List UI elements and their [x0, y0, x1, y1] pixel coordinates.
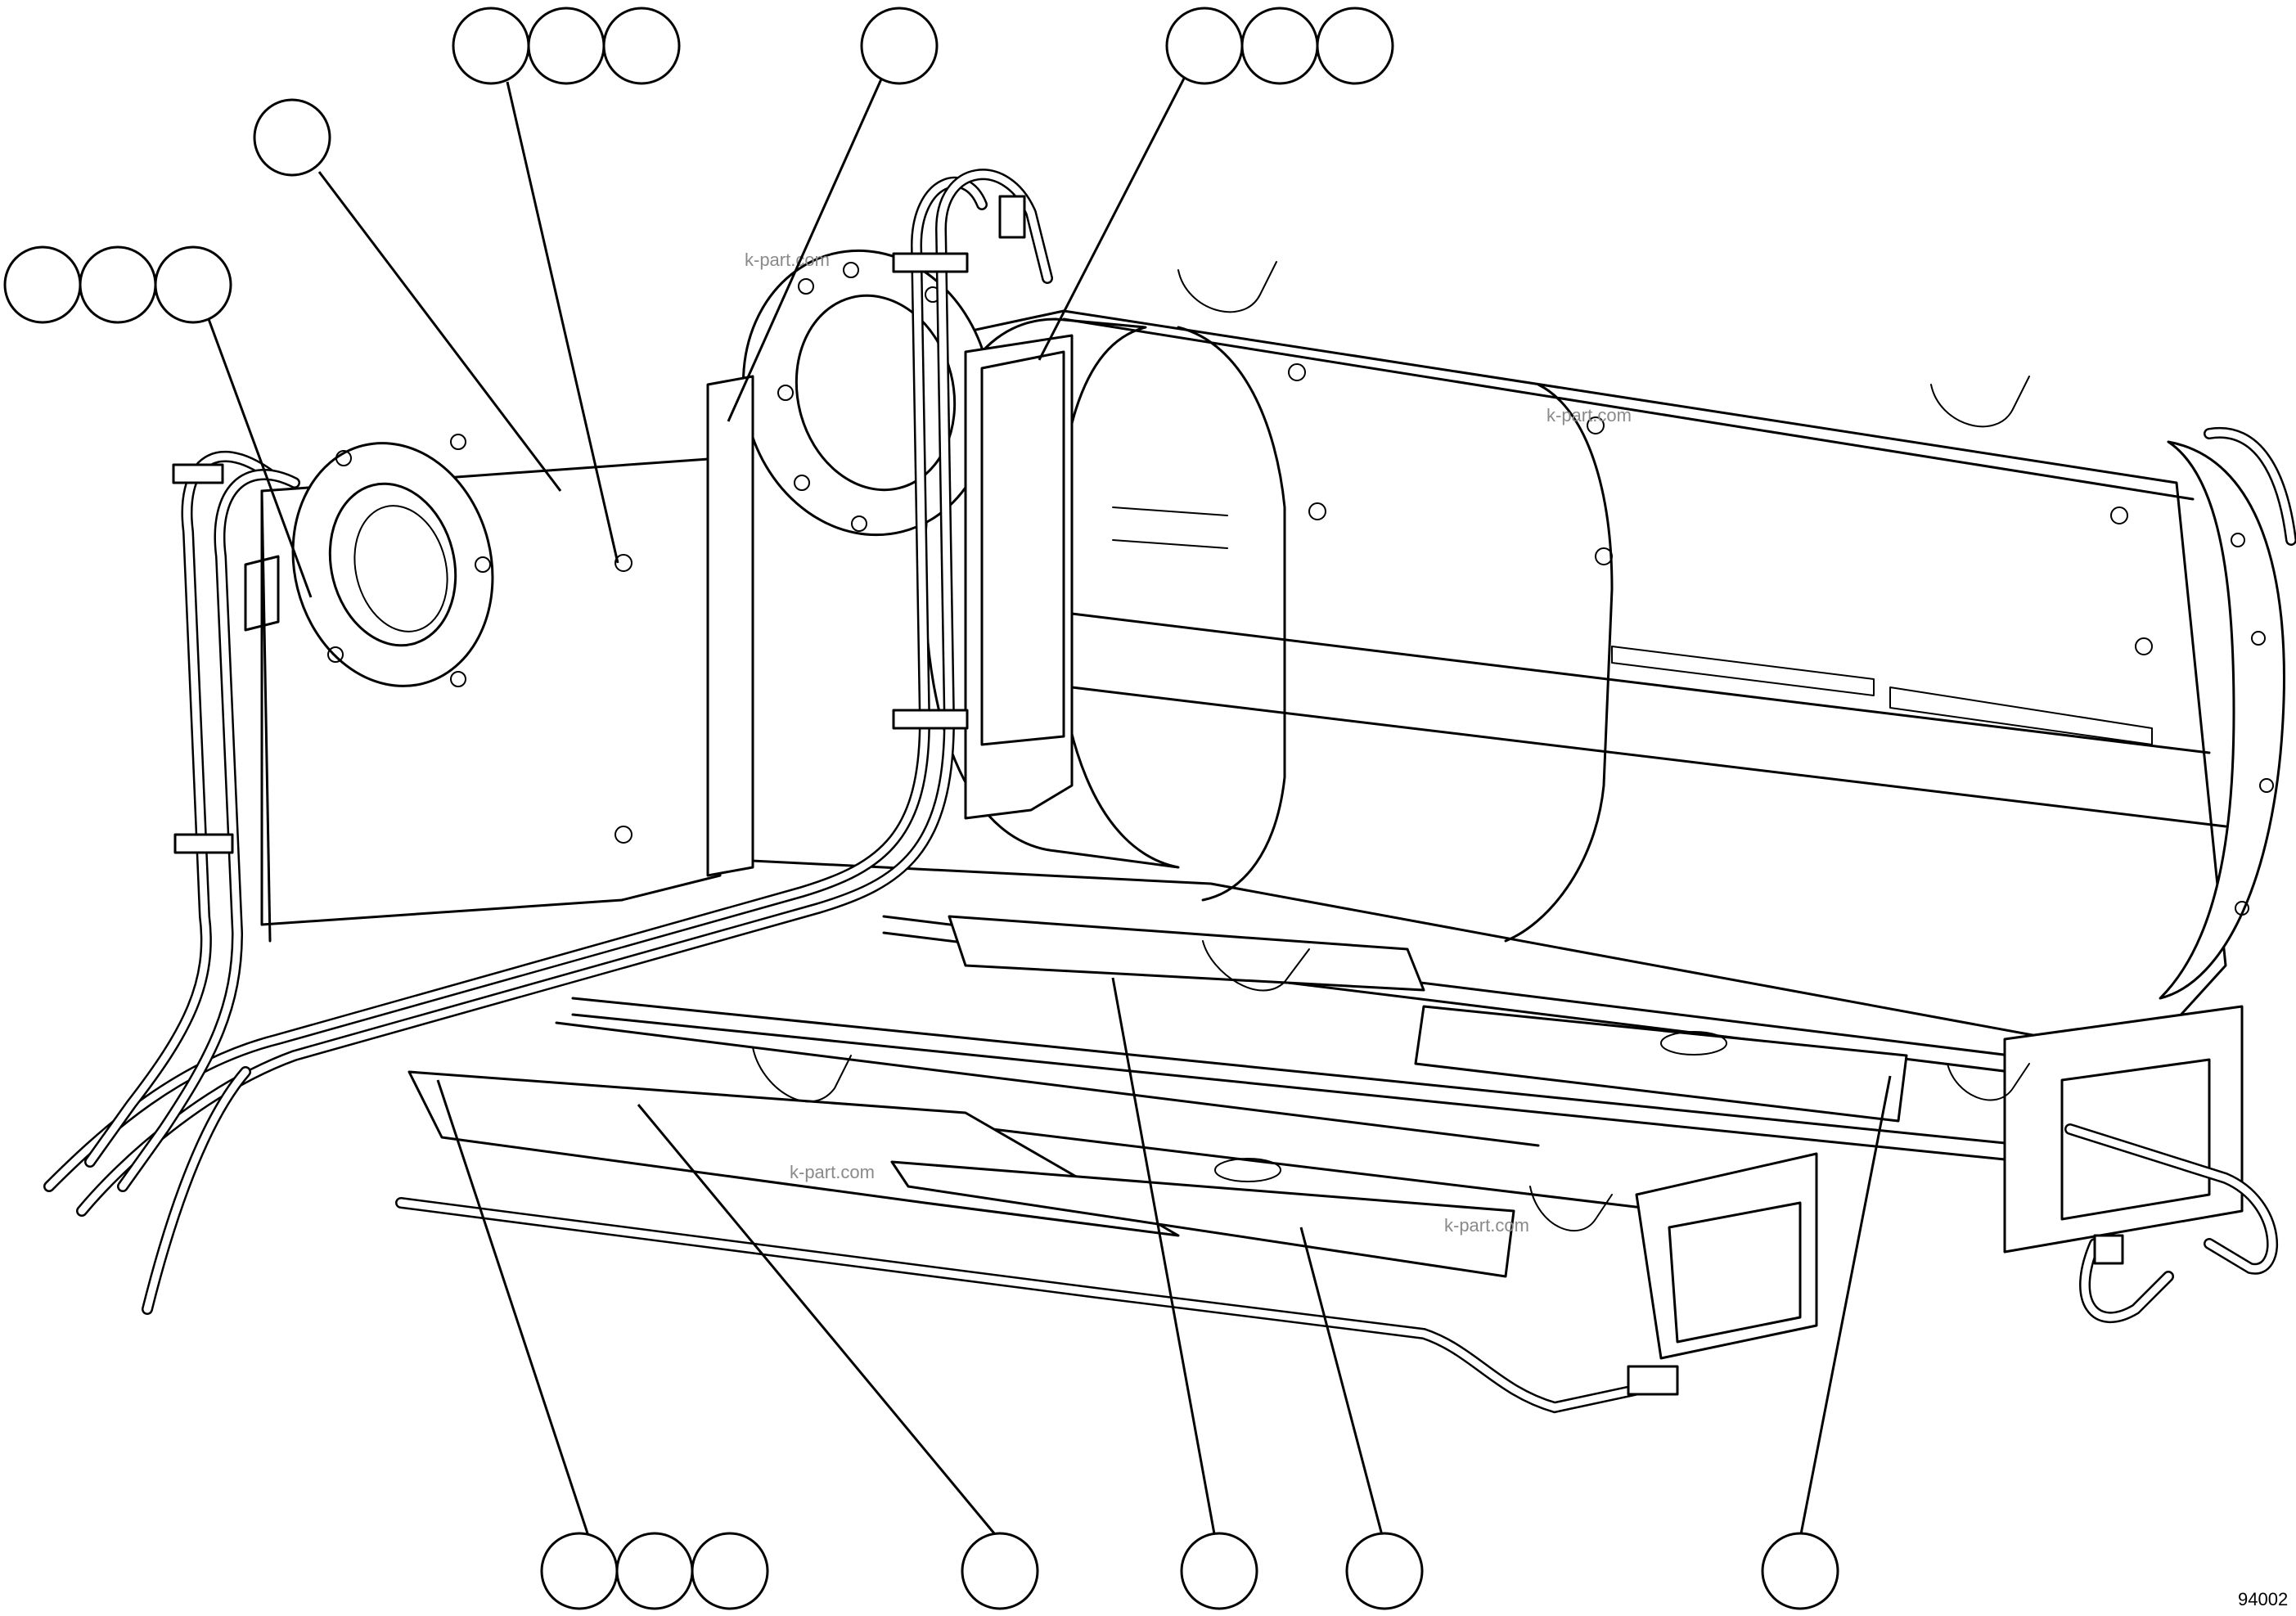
lower-frame: [407, 261, 2244, 1360]
callout-bubble: [154, 245, 232, 324]
callout-bubble: [527, 7, 606, 85]
callout-bubble: [691, 1532, 769, 1610]
callout-bubble: [1165, 7, 1244, 85]
callout-bubble: [1345, 1532, 1424, 1610]
callout-group-top-single-b: [860, 7, 939, 85]
figure-number: 94002: [2238, 1589, 2288, 1609]
callout-bubble: [602, 7, 681, 85]
watermark-3: k-part.com: [790, 1162, 875, 1182]
callout-group-top-right: [1165, 7, 1394, 85]
callout-group-top-single-a: [253, 98, 331, 177]
watermark-1: k-part.com: [745, 250, 830, 270]
callout-bubble: [452, 7, 530, 85]
callout-group-bottom-triple: [540, 1532, 769, 1610]
left-inlet-flange: [291, 434, 494, 687]
mounting-plates: [706, 334, 1074, 877]
callout-bubble: [1316, 7, 1394, 85]
callout-bubble: [1240, 7, 1319, 85]
callout-bubble: [1761, 1532, 1839, 1610]
callout-group-top-center: [452, 7, 681, 85]
callout-bubble: [860, 7, 939, 85]
callout-bubble: [1180, 1532, 1258, 1610]
watermark-4: k-part.com: [1444, 1215, 1529, 1236]
leader-lines: [207, 73, 1892, 1539]
callout-group-top-left: [3, 245, 232, 324]
callout-bubble: [615, 1532, 694, 1610]
callout-bubble: [961, 1532, 1039, 1610]
callout-bubble: [253, 98, 331, 177]
hoses-and-harness: [43, 169, 2296, 1414]
watermark-2: k-part.com: [1546, 405, 1632, 425]
callout-bubble: [79, 245, 157, 324]
callout-group-bottom-singles: [961, 1532, 1839, 1610]
callout-bubble: [3, 245, 82, 324]
callout-bubble: [540, 1532, 619, 1610]
